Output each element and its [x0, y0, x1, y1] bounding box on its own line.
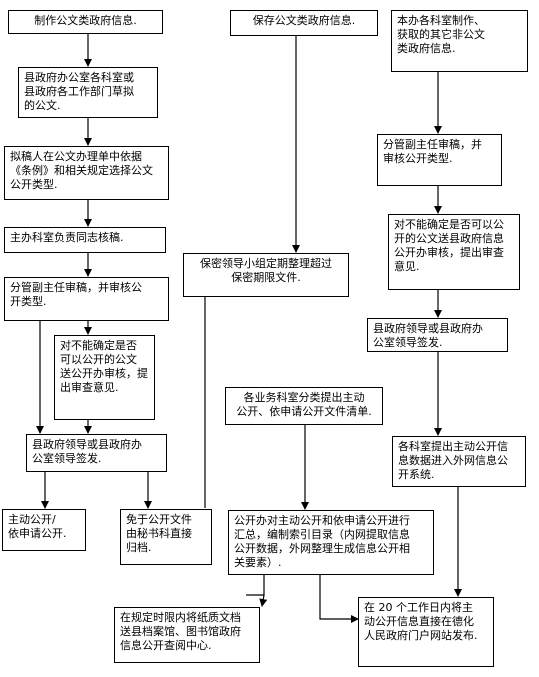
right-box-4: 县政府领导或县政府办 公室领导签发.: [367, 318, 508, 352]
middle-box-2: 保密领导小组定期整理超过 保密期限文件.: [183, 253, 349, 297]
left-box-7: 县政府领导或县政府办 公室领导签发.: [26, 434, 167, 472]
left-box-1: 制作公文类政府信息.: [8, 10, 163, 34]
middle-box-4: 公开办对主动公开和依申请公开进行 汇总，编制索引目录（内网提取信息 公开数据，外…: [228, 510, 434, 575]
right-box-1: 本办各科室制作、 获取的其它非公文 类政府信息.: [391, 10, 528, 72]
left-box-8: 主动公开/ 依申请公开.: [2, 509, 86, 551]
right-box-6: 在 20 个工作日内将主 动公开信息直接在德化 人民政府门户网站发布.: [358, 597, 494, 667]
right-box-5: 各科室提出主动公开信 息数据进入外网信息公 开系统.: [392, 436, 526, 487]
left-box-6: 对不能确定是否 可以公开的公文 送公开办审核，提 出审查意见.: [54, 335, 155, 420]
left-box-2: 县政府办公室各科室或 县政府各工作部门草拟 的公文.: [18, 67, 158, 118]
left-box-4: 主办科室负责同志核稿.: [4, 227, 166, 253]
arrow-m4-r6: [319, 574, 359, 623]
middle-box-5: 在规定时限内将纸质文档 送县档案馆、图书馆政府 信息公开查阅中心.: [114, 607, 260, 663]
arrow-m4-m5-head: [259, 594, 268, 607]
arrow-m4-m5: [250, 574, 265, 596]
left-box-9: 免于公开文件 由秘书科直接 归档.: [120, 509, 212, 565]
right-box-2: 分管副主任审稿，并 审核公开类型.: [377, 134, 502, 186]
left-box-3: 拟稿人在公文办理单中依据 《条例》和相关规定选择公文 公开类型.: [4, 146, 169, 200]
right-box-3: 对不能确定是否可以公 开的公文送县政府信息 公开办审核，提出审查 意见.: [388, 214, 520, 290]
middle-box-3: 各业务科室分类提出主动 公开、依申请公开文件清单.: [225, 387, 383, 425]
left-box-5: 分管副主任审稿，并审核公 开类型.: [4, 277, 169, 321]
middle-box-1: 保存公文类政府信息.: [230, 10, 378, 36]
